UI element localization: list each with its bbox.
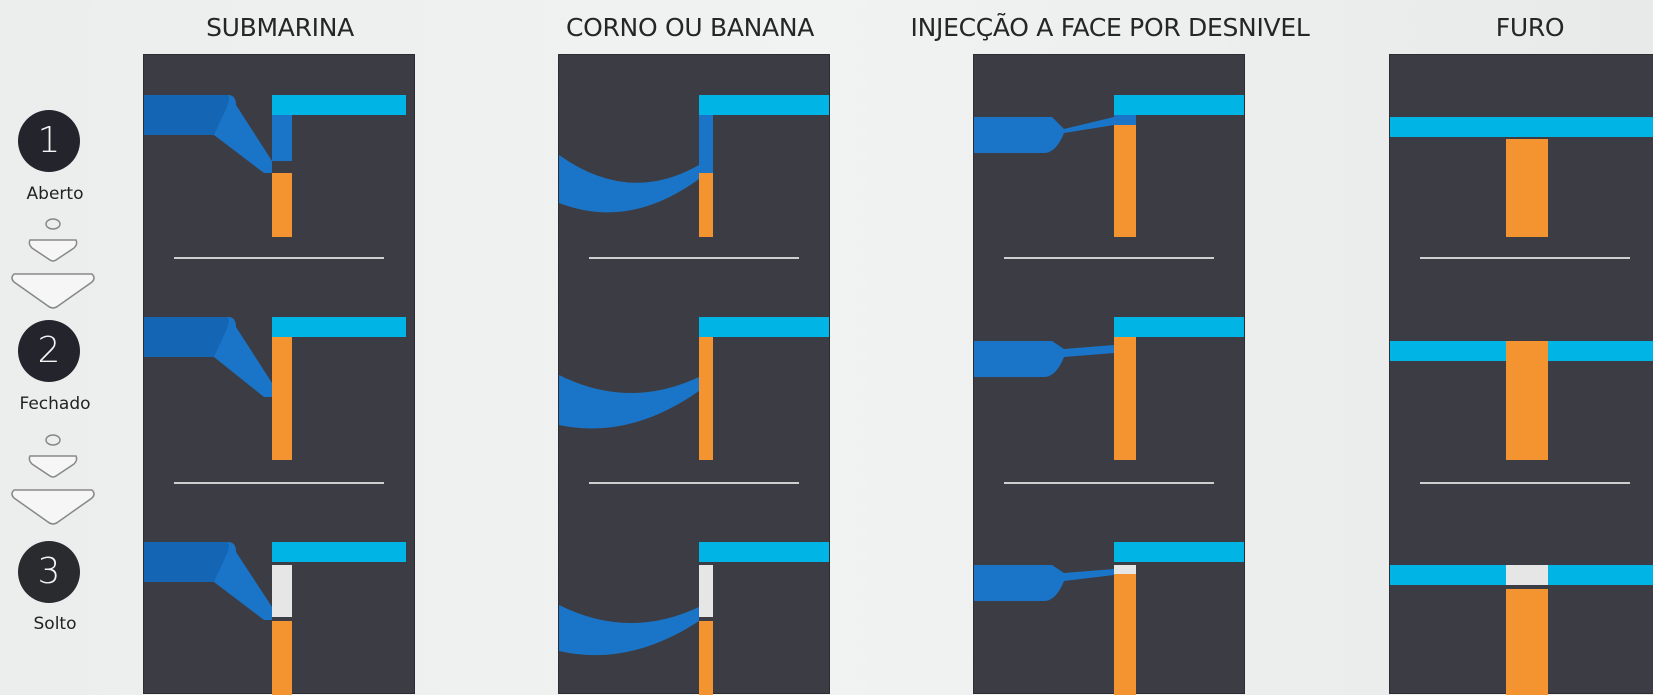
stage-3-diagram — [974, 542, 1244, 695]
step-2-circle: 2 — [18, 320, 80, 382]
stage-1-diagram — [1390, 117, 1653, 259]
stage-1-diagram — [144, 95, 406, 259]
title-corno-ou-banana: CORNO OU BANANA — [565, 13, 815, 42]
stage-1-diagram — [559, 95, 829, 259]
panel-injeccao-face — [973, 54, 1245, 695]
panel-corno-ou-banana — [558, 54, 830, 695]
step-3-circle: 3 — [18, 541, 80, 603]
title-injeccao-face: INJECÇÃO A FACE POR DESNIVEL — [910, 13, 1310, 42]
panel-furo — [1389, 54, 1653, 695]
stage-2-diagram — [144, 317, 406, 484]
stage-3-diagram — [1390, 565, 1653, 695]
step-1-circle: 1 — [18, 110, 80, 172]
panel-submarina — [143, 54, 415, 695]
stage-2-diagram — [559, 317, 829, 484]
title-furo: FURO — [1495, 13, 1565, 42]
down-arrow-icon — [11, 218, 95, 309]
stage-3-diagram — [559, 542, 829, 695]
stage-3-diagram — [144, 542, 406, 695]
stage-1-diagram — [974, 95, 1244, 259]
stage-2-diagram — [974, 317, 1244, 484]
stage-2-diagram — [1390, 341, 1653, 484]
title-submarina: SUBMARINA — [206, 13, 354, 42]
step-3-label: Solto — [33, 614, 77, 634]
step-2-label: Fechado — [19, 394, 91, 414]
step-1-label: Aberto — [26, 184, 84, 204]
down-arrow-icon — [11, 434, 95, 525]
